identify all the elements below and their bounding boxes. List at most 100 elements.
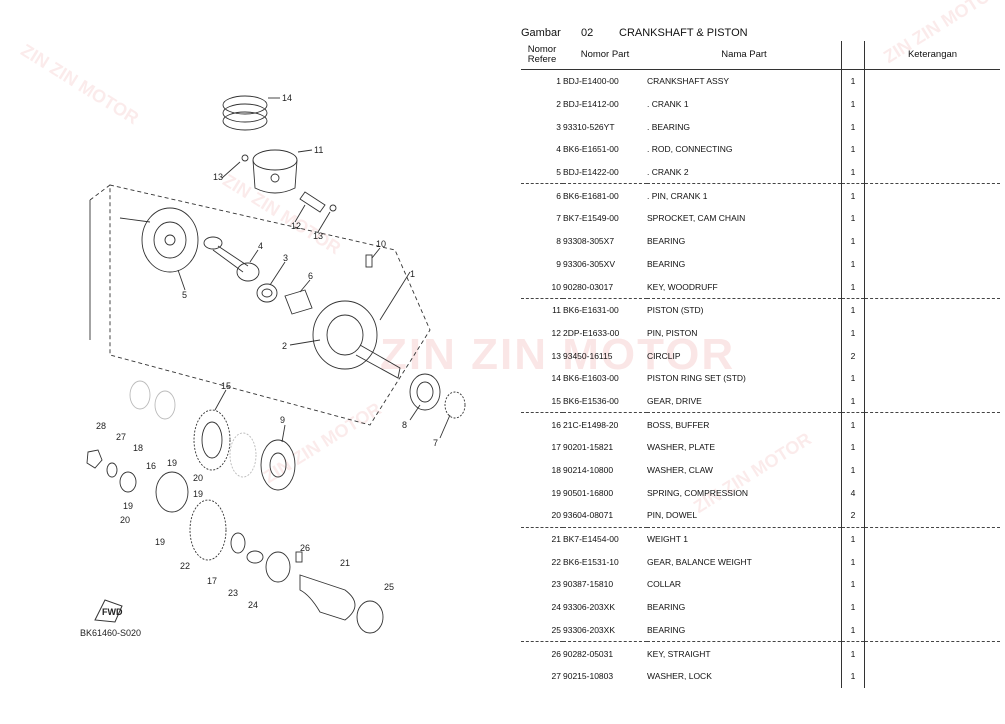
callout-19b: 19 [193,489,203,499]
ref-cell: 4 [556,144,561,155]
part-number-cell: 90214-10800 [563,465,614,476]
part-name-cell: BEARING [647,258,686,269]
note-cell [865,138,1001,161]
qty-cell: 1 [841,138,865,161]
part-name-cell: . BEARING [647,121,690,132]
callout-4: 4 [258,241,263,251]
qty-cell: 1 [841,115,865,139]
ref-cell: 13 [551,350,561,361]
note-cell [865,115,1001,138]
note-cell [865,298,1001,321]
piston-rings [222,95,268,131]
callout-11: 11 [314,145,323,155]
ref-cell: 25 [521,618,563,643]
qty-cell: 1 [841,275,865,299]
part-name-cell: . ROD, CONNECTING [647,144,733,155]
note-cell [865,596,1001,619]
part-name-cell: BEARING [647,236,686,247]
part-name-cell: GEAR, DRIVE [647,389,842,414]
callout-19d: 19 [155,537,165,547]
qty-cell: 1 [841,527,865,551]
part-number-cell: BK7-E1549-00 [563,213,619,224]
callout-19c: 19 [123,501,133,511]
part-name-cell: CIRCLIP [647,350,681,361]
balance-weight-gear [189,499,227,561]
ref-cell: 19 [551,487,561,498]
ref-cell: 18 [551,465,561,476]
gambar-label: Gambar [521,27,561,39]
note-cell [865,344,1001,367]
col-qty [841,41,865,70]
ref-cell: 24 [551,602,561,613]
part-name-cell: BOSS, BUFFER [647,419,710,430]
qty-cell: 1 [841,641,865,665]
collar [246,550,264,564]
ref-cell: 6 [556,190,561,201]
part-number-cell: BK6-E1603-00 [563,373,619,384]
note-cell [865,642,1001,665]
ref-cell: 23 [551,579,561,590]
ref-cell: 2 [556,99,561,110]
qty-cell: 1 [841,183,865,208]
note-cell [865,481,1001,504]
part-number-cell: 90282-05031 [563,648,614,659]
part-number-cell: BK6-E1536-00 [563,389,647,414]
part-number-cell: BK6-E1681-00 [563,190,619,201]
part-number-cell: BDJ-E1400-00 [563,76,619,87]
note-cell [865,665,1001,688]
qty-cell: 1 [841,321,865,345]
callout-6: 6 [308,271,313,281]
part-number-cell: 93310-526YT [563,121,615,132]
gambar-number: 02 [581,27,594,39]
qty-cell: 1 [841,207,865,230]
qty-cell: 1 [841,595,865,619]
note-cell [864,618,1000,643]
qty-cell: 1 [841,436,865,459]
part-number-cell: 21C-E1498-20 [563,419,619,430]
col-part-number: Nomor Part [563,41,647,70]
callout-14: 14 [282,93,292,103]
part-name-cell: WEIGHT 1 [647,534,688,545]
assembly-outline [109,184,431,426]
figure-header: Gambar 02 CRANKSHAFT & PISTON [521,27,748,39]
note-cell [865,322,1001,345]
part-number-cell: 90201-15821 [563,442,614,453]
part-number-cell: 90280-03017 [563,275,647,299]
callout-27: 27 [116,432,126,442]
ref-cell: 16 [551,419,561,430]
callout-13b: 13 [313,231,323,241]
washer-claw [119,471,137,493]
part-number-cell: BK6-E1531-10 [563,556,619,567]
part-number-cell: 93308-305X7 [563,236,615,247]
callout-5: 5 [182,290,187,300]
figure-title: CRANKSHAFT & PISTON [619,27,748,39]
callout-20a: 20 [193,473,203,483]
bearing-25 [356,600,384,634]
qty-cell: 4 [841,481,865,505]
qty-cell: 1 [841,69,865,93]
part-name-cell: PISTON (STD) [647,305,704,316]
part-name-cell: COLLAR [647,579,682,590]
callout-10: 10 [376,239,386,249]
qty-cell: 1 [841,458,865,482]
callout-1: 1 [410,269,415,279]
part-name-cell: SPROCKET, CAM CHAIN [647,213,746,224]
callout-20b: 20 [120,515,130,525]
weight-1 [299,574,356,621]
qty-cell: 1 [841,92,865,116]
parts-table: Nomor Refere Nomor Part Nama Part Ketera… [521,41,1000,688]
callout-17: 17 [207,576,217,586]
part-number-cell: 93604-08071 [563,504,647,528]
callout-16: 16 [146,461,156,471]
part-name-cell: GEAR, BALANCE WEIGHT [647,556,752,567]
ref-cell: 7 [556,213,561,224]
